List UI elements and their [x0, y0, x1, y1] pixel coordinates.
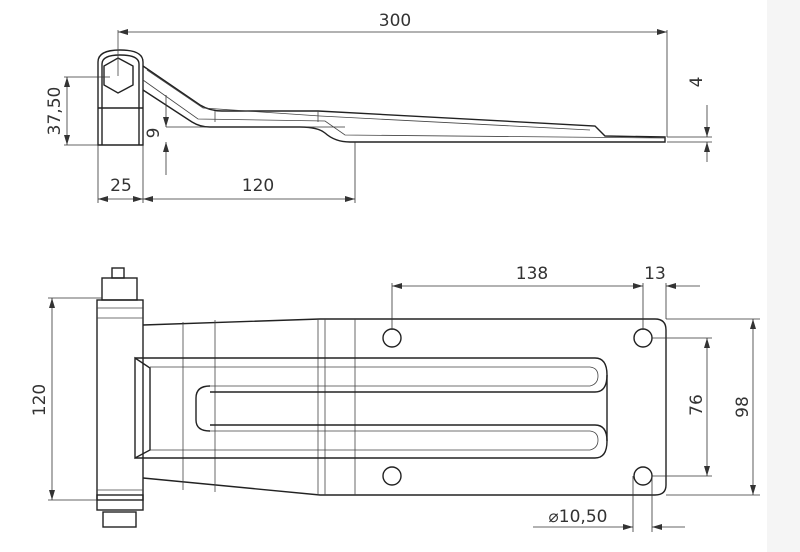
dim-plate-height: 98: [733, 396, 753, 418]
dim-overall-length: 300: [379, 11, 411, 31]
hex-nut-side: [103, 57, 134, 94]
knuckle-top: [96, 299, 144, 501]
dim-knuckle-height: 37,50: [45, 87, 65, 136]
mount-hole: [633, 466, 653, 486]
dim-hole-diameter: ⌀10,50: [549, 507, 608, 527]
dim-overall-height: 120: [30, 384, 50, 416]
nut-bottom: [102, 511, 137, 528]
dim-offset: 9: [144, 128, 164, 139]
mount-hole: [382, 466, 402, 486]
dim-hole-edge-offset: 13: [644, 264, 666, 284]
dim-bend-length: 120: [242, 176, 274, 196]
dim-plate-thickness: 4: [687, 77, 707, 88]
rib-lower: [135, 424, 608, 459]
page-edge-band: [767, 0, 800, 552]
knuckle-side: [97, 49, 144, 146]
nut-top: [101, 277, 138, 301]
rib-center: [195, 385, 211, 432]
side-view: 300 37,50 4 9 25 120: [45, 11, 712, 203]
dim-hole-spacing-x: 138: [516, 264, 548, 284]
leaf-plate-top: [142, 318, 667, 496]
mount-hole: [633, 328, 653, 348]
mount-hole: [382, 328, 402, 348]
leaf-side: [142, 65, 666, 143]
dim-hole-spacing-y: 76: [687, 394, 707, 416]
dim-knuckle-width: 25: [110, 176, 132, 196]
top-view: 138 13 120 76 98 ⌀10,50: [30, 264, 760, 532]
